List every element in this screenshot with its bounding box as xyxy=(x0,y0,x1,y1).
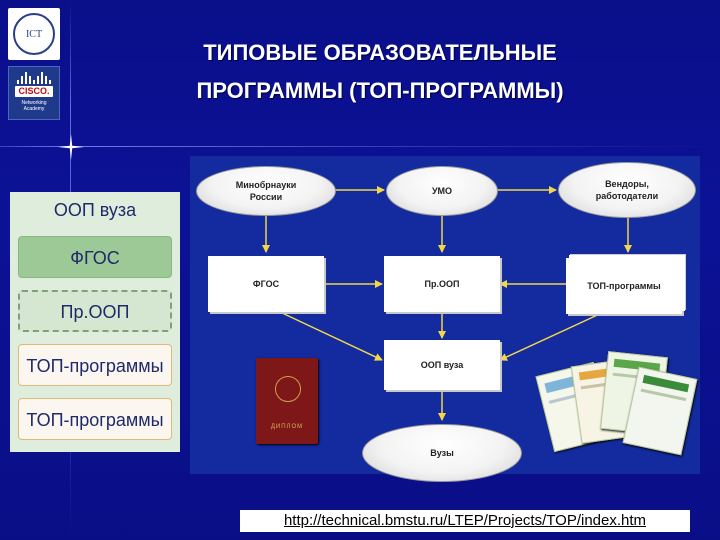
node-ministry: Минобрнауки России xyxy=(196,166,336,216)
node-umo-label: УМО xyxy=(431,186,453,196)
ict-logo-text: ICT xyxy=(25,28,43,40)
stack-fgos-box: ФГОС xyxy=(18,236,172,278)
diploma-image: ДИПЛОМ xyxy=(256,358,318,444)
node-ministry-line1: Минобрнауки xyxy=(235,180,297,190)
node-fgos-label: ФГОС xyxy=(252,279,280,289)
cisco-sub-line2: Academy xyxy=(23,106,45,112)
cisco-wordmark: CISCO. xyxy=(15,86,53,97)
title-line-1: ТИПОВЫЕ ОБРАЗОВАТЕЛЬНЫЕ xyxy=(203,40,557,65)
node-vuzy: Вузы xyxy=(362,424,522,482)
ict-logo: ICT xyxy=(8,8,60,60)
node-ministry-line2: России xyxy=(249,192,283,202)
page-title: ТИПОВЫЕ ОБРАЗОВАТЕЛЬНЫЕ ПРОГРАММЫ (ТОП-П… xyxy=(100,34,660,110)
cisco-networking-academy-logo: CISCO. Networking Academy xyxy=(8,66,60,120)
node-proop: Пр.ООП xyxy=(384,256,500,312)
oop-stack-title: ООП вуза xyxy=(53,200,137,220)
ict-ring-icon: ICT xyxy=(13,13,55,55)
node-vendors-line2: работодатели xyxy=(595,191,659,201)
arrow-fgos-oop xyxy=(279,311,383,361)
decorative-horizontal-line xyxy=(0,146,720,147)
sparkle-icon xyxy=(58,134,84,160)
certificates-image xyxy=(535,348,698,456)
node-vendors: Вендоры, работодатели xyxy=(558,162,696,218)
node-umo: УМО xyxy=(386,166,498,216)
node-proop-label: Пр.ООП xyxy=(424,279,460,289)
stack-proop-box: Пр.ООП xyxy=(18,290,172,332)
emblem-icon xyxy=(275,376,301,402)
node-top-programs: ТОП-программы xyxy=(566,258,682,314)
title-line-2: ПРОГРАММЫ (ТОП-ПРОГРАММЫ) xyxy=(196,78,564,103)
stack-top-programs-box-1: ТОП-программы xyxy=(18,344,172,386)
diploma-label: ДИПЛОМ xyxy=(270,424,304,430)
node-top-programs-label: ТОП-программы xyxy=(587,281,661,291)
node-fgos: ФГОС xyxy=(208,256,324,312)
node-vuzy-label: Вузы xyxy=(430,448,454,458)
node-oop-vuza: ООП вуза xyxy=(384,340,500,390)
node-vendors-line1: Вендоры, xyxy=(605,179,649,189)
cisco-sub-line1: Networking xyxy=(21,100,47,106)
stack-top-programs-box-2: ТОП-программы xyxy=(18,398,172,440)
oop-stack-panel: ООП вуза ФГОС Пр.ООП ТОП-программы ТОП-п… xyxy=(10,192,180,452)
arrow-top-oop xyxy=(499,311,605,361)
cisco-bars-icon xyxy=(9,72,59,84)
node-oop-vuza-label: ООП вуза xyxy=(420,360,464,370)
source-link[interactable]: http://technical.bmstu.ru/LTEP/Projects/… xyxy=(240,510,690,532)
